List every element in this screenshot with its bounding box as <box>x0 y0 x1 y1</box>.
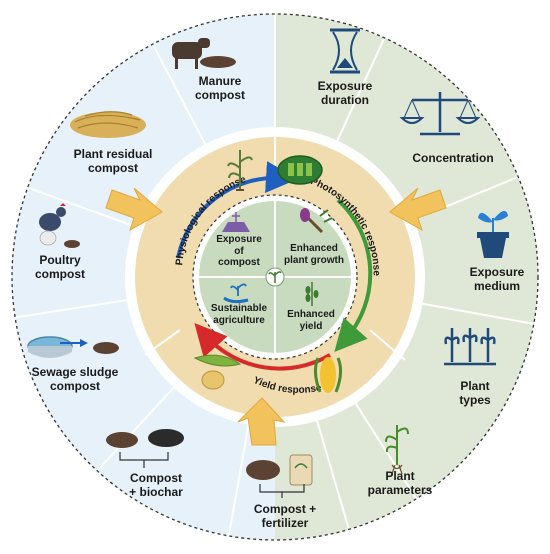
label-plant-types: Plant types <box>459 379 491 407</box>
label-sewage-sludge-compost: Sewage sludge compost <box>31 365 119 393</box>
label-plant-residual-compost: Plant residual compost <box>73 147 153 175</box>
label-poultry-compost: Poultry compost <box>34 253 85 281</box>
center-enhanced-yield: Enhanced yield <box>287 309 335 332</box>
chloroplast-icon <box>277 155 323 185</box>
compost-heap-icon <box>106 429 184 468</box>
label-exposure-medium: Exposure medium <box>469 265 525 293</box>
field-icon <box>222 212 250 232</box>
cow-icon <box>172 38 236 69</box>
label-concentration: Concentration <box>412 151 494 165</box>
yellow-arrow-left <box>105 187 163 232</box>
hourglass-icon <box>330 28 360 74</box>
label-compost-fertilizer: Compost + fertilizer <box>253 502 317 530</box>
trowel-icon <box>300 208 333 234</box>
hen-icon <box>39 203 80 248</box>
potato-icon <box>201 370 225 390</box>
straw-icon <box>70 111 146 138</box>
corn-icon <box>313 357 343 393</box>
hand-plant-icon <box>223 283 249 304</box>
yellow-arrow-bottom <box>237 397 286 446</box>
outer-dashed-border <box>11 13 539 541</box>
seedling-icon <box>385 425 409 475</box>
tank-icon <box>27 336 119 358</box>
pea-pod-icon <box>193 354 242 367</box>
physiological-arrow <box>176 161 298 259</box>
center-enhanced-plant-growth: Enhanced plant growth <box>284 243 344 266</box>
center-exposure-of-compost: Exposure of compost <box>216 234 262 268</box>
ring-plant-icon <box>227 150 253 191</box>
label-exposure-duration: Exposure duration <box>317 79 373 107</box>
center-sustainable-agriculture: Sustainable agriculture <box>210 303 268 326</box>
scale-icon <box>399 92 481 136</box>
photosynthetic-arrow <box>334 198 373 352</box>
fertilizer-bag-icon <box>246 454 313 498</box>
label-plant-parameters: Plant parameters <box>367 469 433 497</box>
yellow-arrow-right <box>389 187 447 232</box>
yield-arrow <box>194 323 332 371</box>
label-manure-compost: Manure compost <box>194 74 245 102</box>
plants-icon <box>444 328 496 366</box>
label-compost-biochar: Compost + biochar <box>129 471 183 499</box>
potted-plant-icon <box>477 210 509 258</box>
wheat-icon <box>305 282 319 306</box>
